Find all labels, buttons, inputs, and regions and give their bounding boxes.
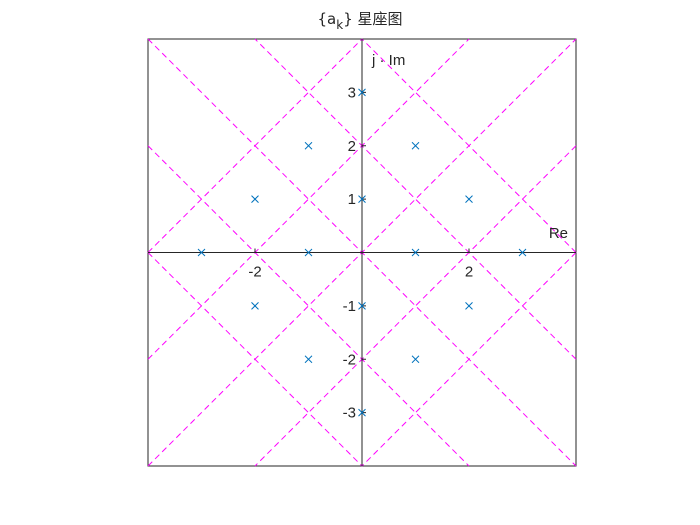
- y-tick-label: 3: [348, 84, 356, 101]
- x-axis-label: Re: [549, 225, 568, 242]
- y-tick-label: 1: [348, 191, 356, 208]
- decision-boundary-6: [254, 38, 577, 360]
- constellation-point: [197, 248, 206, 257]
- constellation-point: [304, 355, 313, 364]
- decision-boundary-7: [147, 145, 470, 467]
- y-tick-label: -2: [343, 351, 356, 368]
- constellation-point: [465, 302, 473, 310]
- constellation-point: [411, 248, 420, 257]
- constellation-point: [358, 408, 366, 417]
- x-tick-label: 2: [465, 264, 473, 281]
- constellation-point: [251, 302, 259, 310]
- constellation-point: [304, 248, 313, 257]
- constellation-point: [304, 141, 313, 150]
- y-tick-label: -3: [343, 405, 356, 422]
- constellation-point: [411, 141, 420, 150]
- constellation-point: [358, 195, 366, 203]
- axis-ticks: -2 2 3 2 1 -1 -2 -3: [248, 84, 473, 421]
- constellation-point: [358, 88, 366, 97]
- constellation-point: [518, 248, 527, 257]
- constellation-point: [465, 195, 473, 203]
- constellation-point: [411, 355, 420, 364]
- chart-title: {ak} 星座图: [317, 10, 402, 32]
- decision-boundary-8: [361, 38, 577, 253]
- decision-boundary-9: [147, 252, 363, 467]
- constellation-point: [251, 195, 259, 203]
- chart-title-prefix: {a: [317, 10, 336, 28]
- y-tick-label: 2: [348, 138, 356, 155]
- constellation-point: [358, 302, 366, 310]
- chart-title-subscript: k: [336, 18, 343, 32]
- y-axis-label: j · Im: [371, 52, 405, 69]
- y-tick-label: -1: [343, 298, 356, 315]
- chart-title-suffix: } 星座图: [343, 10, 402, 28]
- constellation-points: [197, 88, 527, 417]
- x-tick-label: -2: [248, 264, 261, 281]
